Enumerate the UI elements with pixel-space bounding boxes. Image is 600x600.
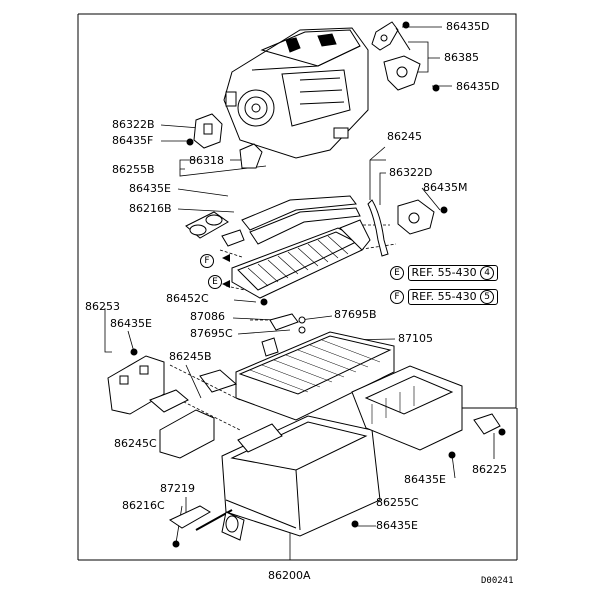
label-86255C: 86255C (376, 496, 419, 509)
ref-f-55-430-5: F REF. 55-430 5 (390, 289, 499, 305)
label-86435E-3: 86435E (404, 473, 446, 486)
label-86385: 86385 (444, 51, 479, 64)
flow-arrows (222, 254, 230, 288)
frame-lines (77, 13, 518, 561)
label-86318: 86318 (189, 154, 224, 167)
label-86435E-4: 86435E (376, 519, 418, 532)
label-86245-top: 86245 (387, 130, 422, 143)
label-86435F: 86435F (112, 134, 154, 147)
label-86216B: 86216B (129, 202, 172, 215)
label-86200A: 86200A (268, 569, 311, 582)
label-87086: 87086 (190, 310, 225, 323)
label-86322B: 86322B (112, 118, 155, 131)
callout-e: E (208, 275, 222, 289)
label-87105: 87105 (398, 332, 433, 345)
label-86452C: 86452C (166, 292, 209, 305)
callout-f: F (200, 254, 214, 268)
label-86253: 86253 (85, 300, 120, 313)
label-87219: 87219 (160, 482, 195, 495)
label-86245B: 86245B (169, 350, 212, 363)
heater-core (185, 195, 371, 306)
label-87695B: 87695B (334, 308, 377, 321)
actuator-right (367, 199, 448, 257)
label-87695C: 87695C (190, 327, 233, 340)
ref-e-55-430-4: E REF. 55-430 4 (390, 265, 499, 281)
label-86322D: 86322D (389, 166, 433, 179)
label-86435D-bottom: 86435D (456, 80, 500, 93)
label-86216C: 86216C (122, 499, 165, 512)
label-86225: 86225 (472, 463, 507, 476)
label-86255B: 86255B (112, 163, 155, 176)
label-86245C: 86245C (114, 437, 157, 450)
linkage-parts (371, 21, 440, 92)
label-86435M: 86435M (423, 181, 468, 194)
label-86435D-top: 86435D (446, 20, 490, 33)
label-86435E-1: 86435E (129, 182, 171, 195)
actuator-left (186, 113, 263, 169)
label-86435E-2: 86435E (110, 317, 152, 330)
diagram-id: D00241 (481, 576, 514, 586)
lower-case (168, 365, 506, 548)
blower-housing-upper (223, 27, 369, 159)
bracket-left (107, 348, 237, 459)
evaporator (235, 313, 395, 421)
